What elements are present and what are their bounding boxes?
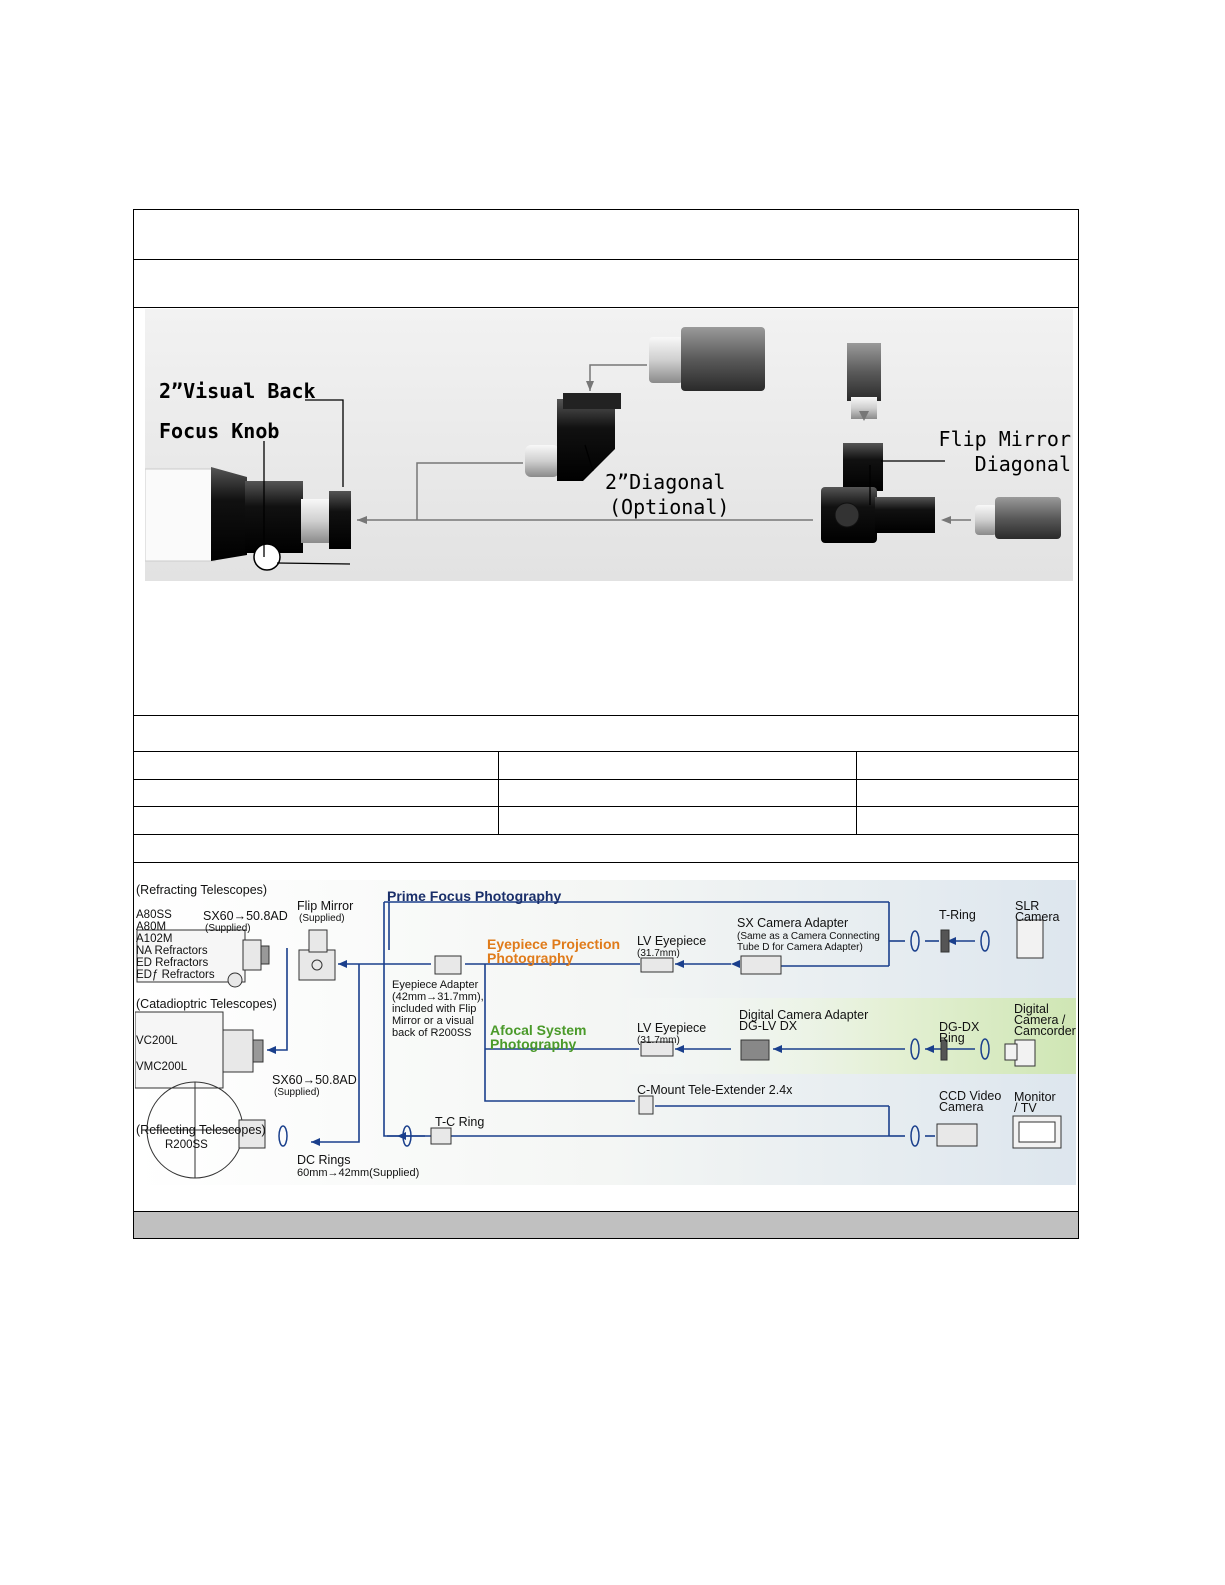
- focus-knob-label: Focus Knob: [159, 419, 279, 443]
- flip-mirror-supplied: (Supplied): [299, 913, 345, 924]
- model-r200ss: R200SS: [165, 1139, 208, 1151]
- flip-mirror-illustration: [821, 343, 945, 543]
- afocal-title-2: Photography: [490, 1036, 577, 1052]
- dg-dx-ring-label-2: Ring: [939, 1031, 965, 1045]
- eyepiece-adapter-line4: Mirror or a visual: [392, 1015, 474, 1027]
- lv-eyepiece-1-size: (31.7mm): [637, 948, 680, 959]
- sx-adapter-bottom-supplied: (Supplied): [274, 1087, 320, 1098]
- diagonal-label: 2”Diagonal: [605, 470, 725, 494]
- eyepiece-projection-title: Eyepiece Projection: [487, 936, 620, 952]
- flip-mirror-label: Flip Mirror: [297, 899, 353, 913]
- table-rule: [133, 834, 1079, 835]
- eyepiece-adapter-line3: included with Flip: [392, 1003, 476, 1015]
- eyepiece-adapter-line2: (42mm→31.7mm),: [392, 991, 484, 1003]
- sx-adapter-top-label: SX60→50.8AD: [203, 909, 288, 923]
- dc-rings-size: 60mm→42mm(Supplied): [297, 1167, 419, 1179]
- visual-accessories-figure: 2”Visual Back Focus Knob 2”Diagonal (Opt…: [145, 309, 1073, 581]
- sx-camera-adapter-note-1: (Same as a Camera Connecting: [737, 931, 880, 942]
- dg-dx-ring-label: DG-DX: [939, 1020, 980, 1034]
- prime-focus-title: Prime Focus Photography: [387, 888, 561, 904]
- digital-camera-label-2: Camera /: [1014, 1013, 1066, 1027]
- t-ring-label: T-Ring: [939, 908, 976, 922]
- flip-mirror-label: Flip Mirror: [939, 427, 1071, 451]
- digital-camera-label-3: Camcorder: [1014, 1024, 1076, 1038]
- tc-ring-label: T-C Ring: [435, 1115, 484, 1129]
- sx-camera-adapter-note-2: Tube D for Camera Adapter): [737, 942, 863, 953]
- slr-camera-label: SLR: [1015, 899, 1039, 913]
- table-rule: [133, 259, 1079, 260]
- lv-eyepiece-1-label: LV Eyepiece: [637, 934, 706, 948]
- sx-camera-adapter-label: SX Camera Adapter: [737, 916, 848, 930]
- side-eyepiece-illustration: [975, 497, 1061, 539]
- model-ed-refractors: ED Refractors: [136, 957, 208, 969]
- eyepiece-projection-title-2: Photography: [487, 950, 574, 966]
- table-rule: [133, 779, 1079, 780]
- table-rule: [133, 751, 1079, 752]
- model-a80m: A80M: [136, 921, 166, 933]
- slr-camera-label-2: Camera: [1015, 910, 1060, 924]
- model-na-refractors: NA Refractors: [136, 945, 208, 957]
- dc-rings-label: DC Rings: [297, 1153, 351, 1167]
- table-column-rule: [856, 751, 857, 834]
- model-a80ss: A80SS: [136, 909, 172, 921]
- model-vmc200l: VMC200L: [136, 1061, 188, 1073]
- digital-camera-adapter-model: DG-LV DX: [739, 1019, 798, 1033]
- digital-camera-adapter-label: Digital Camera Adapter: [739, 1008, 868, 1022]
- lv-eyepiece-2-label: LV Eyepiece: [637, 1021, 706, 1035]
- table-rule: [133, 307, 1079, 308]
- model-edf-refractors: EDƒ Refractors: [136, 969, 215, 981]
- refracting-group-label: (Refracting Telescopes): [136, 883, 267, 897]
- digital-camera-label: Digital: [1014, 1002, 1049, 1016]
- table-rule: [133, 715, 1079, 716]
- monitor-label-2: / TV: [1014, 1101, 1037, 1115]
- eyepiece-illustration: [649, 327, 765, 391]
- flip-mirror-diagonal-label: Diagonal: [975, 452, 1071, 476]
- ccd-camera-label: CCD Video: [939, 1089, 1001, 1103]
- table-column-rule: [498, 751, 499, 834]
- photography-system-figure: (Refracting Telescopes) A80SS A80M A102M…: [135, 880, 1076, 1185]
- reflecting-group-label: (Reflecting Telescopes): [136, 1123, 266, 1137]
- catadioptric-group-label: (Catadioptric Telescopes): [136, 997, 277, 1011]
- eyepiece-adapter-line5: back of R200SS: [392, 1027, 472, 1039]
- sx-adapter-top-supplied: (Supplied): [205, 923, 251, 934]
- visual-back-label: 2”Visual Back: [159, 379, 316, 403]
- model-vc200l: VC200L: [136, 1035, 178, 1047]
- lv-eyepiece-2-size: (31.7mm): [637, 1035, 680, 1046]
- monitor-label: Monitor: [1014, 1090, 1056, 1104]
- model-a102m: A102M: [136, 933, 172, 945]
- telescope-focuser-illustration: [145, 467, 351, 571]
- diagonal-illustration: [525, 393, 621, 481]
- diagonal-optional-label: (Optional): [609, 495, 729, 519]
- document-frame: [133, 209, 1079, 1239]
- sx-adapter-bottom-label: SX60→50.8AD: [272, 1073, 357, 1087]
- eyepiece-adapter-line1: Eyepiece Adapter: [392, 979, 479, 991]
- ccd-camera-label-2: Camera: [939, 1100, 984, 1114]
- table-rule: [133, 862, 1079, 863]
- c-mount-label: C-Mount Tele-Extender 2.4x: [637, 1083, 793, 1097]
- table-rule: [133, 806, 1079, 807]
- afocal-title: Afocal System: [490, 1022, 586, 1038]
- footer-bar: [134, 1211, 1078, 1238]
